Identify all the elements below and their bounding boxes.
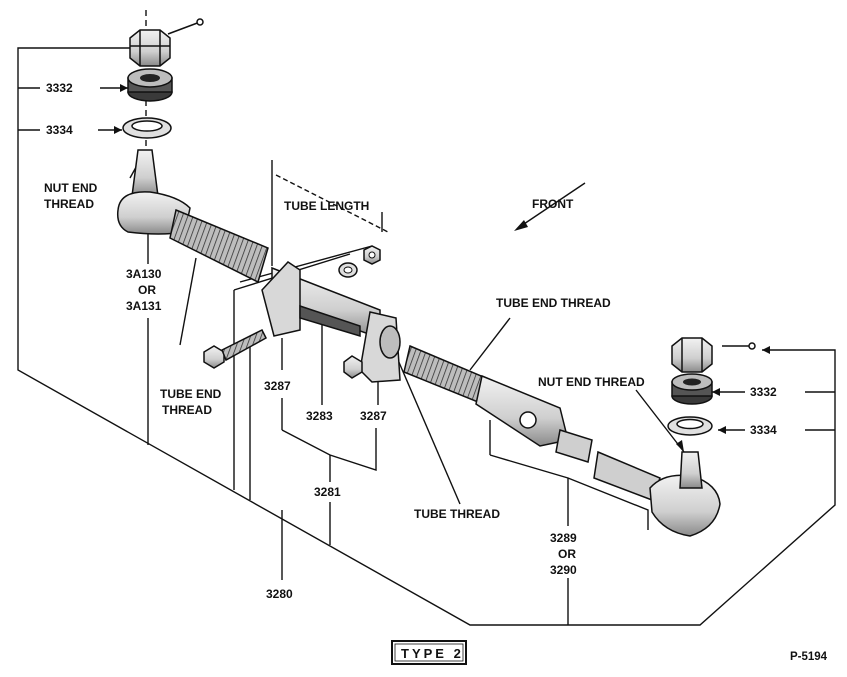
label-tube-length: TUBE LENGTH — [284, 199, 369, 213]
label-3287-right: 3287 — [360, 409, 387, 423]
label-or-2: OR — [558, 547, 576, 561]
right-seal-3332 — [671, 373, 713, 405]
label-tube-thread: TUBE THREAD — [414, 507, 500, 521]
label-front: FRONT — [532, 197, 574, 211]
label-3a130: 3A130 — [126, 267, 162, 281]
adjusting-sleeve-tube — [261, 261, 401, 383]
label-3332-right: 3332 — [750, 385, 777, 399]
label-3289: 3289 — [550, 531, 577, 545]
clamp-nut-hardware — [338, 245, 381, 379]
label-or-1: OR — [138, 283, 156, 297]
top-castle-nut — [129, 29, 171, 67]
label-tube-end-thread-left-1: TUBE END — [160, 387, 222, 401]
label-3334-top: 3334 — [46, 123, 73, 137]
label-tube-end-thread-left-2: THREAD — [162, 403, 212, 417]
left-tie-rod-end — [116, 149, 269, 284]
type-label-box: TYPE 2 — [391, 640, 467, 665]
right-tie-rod-end — [593, 450, 721, 537]
label-nut-end-thread-right: NUT END THREAD — [538, 375, 645, 389]
label-tube-end-thread-right: TUBE END THREAD — [496, 296, 611, 310]
top-seal-3332 — [127, 68, 173, 102]
label-3a131: 3A131 — [126, 299, 162, 313]
clamp-bolt-left — [203, 328, 267, 369]
leader-lines — [17, 10, 836, 626]
right-cotter-pin — [722, 342, 756, 350]
label-3332-top: 3332 — [46, 81, 73, 95]
label-3281: 3281 — [314, 485, 341, 499]
label-3287-left: 3287 — [264, 379, 291, 393]
figure-code: P-5194 — [790, 651, 828, 663]
right-castle-nut — [671, 337, 713, 373]
top-washer-3334 — [122, 117, 172, 139]
label-3283: 3283 — [306, 409, 333, 423]
label-nut-end-thread-left-1: NUT END — [44, 181, 98, 195]
type-label: TYPE 2 — [401, 646, 464, 661]
right-tie-rod-threaded-end — [403, 344, 593, 463]
label-3280: 3280 — [266, 587, 293, 601]
top-cotter-pin — [167, 18, 204, 35]
label-3334-right: 3334 — [750, 423, 777, 437]
label-3290: 3290 — [550, 563, 577, 577]
label-nut-end-thread-left-2: THREAD — [44, 197, 94, 211]
right-washer-3334 — [667, 416, 713, 436]
